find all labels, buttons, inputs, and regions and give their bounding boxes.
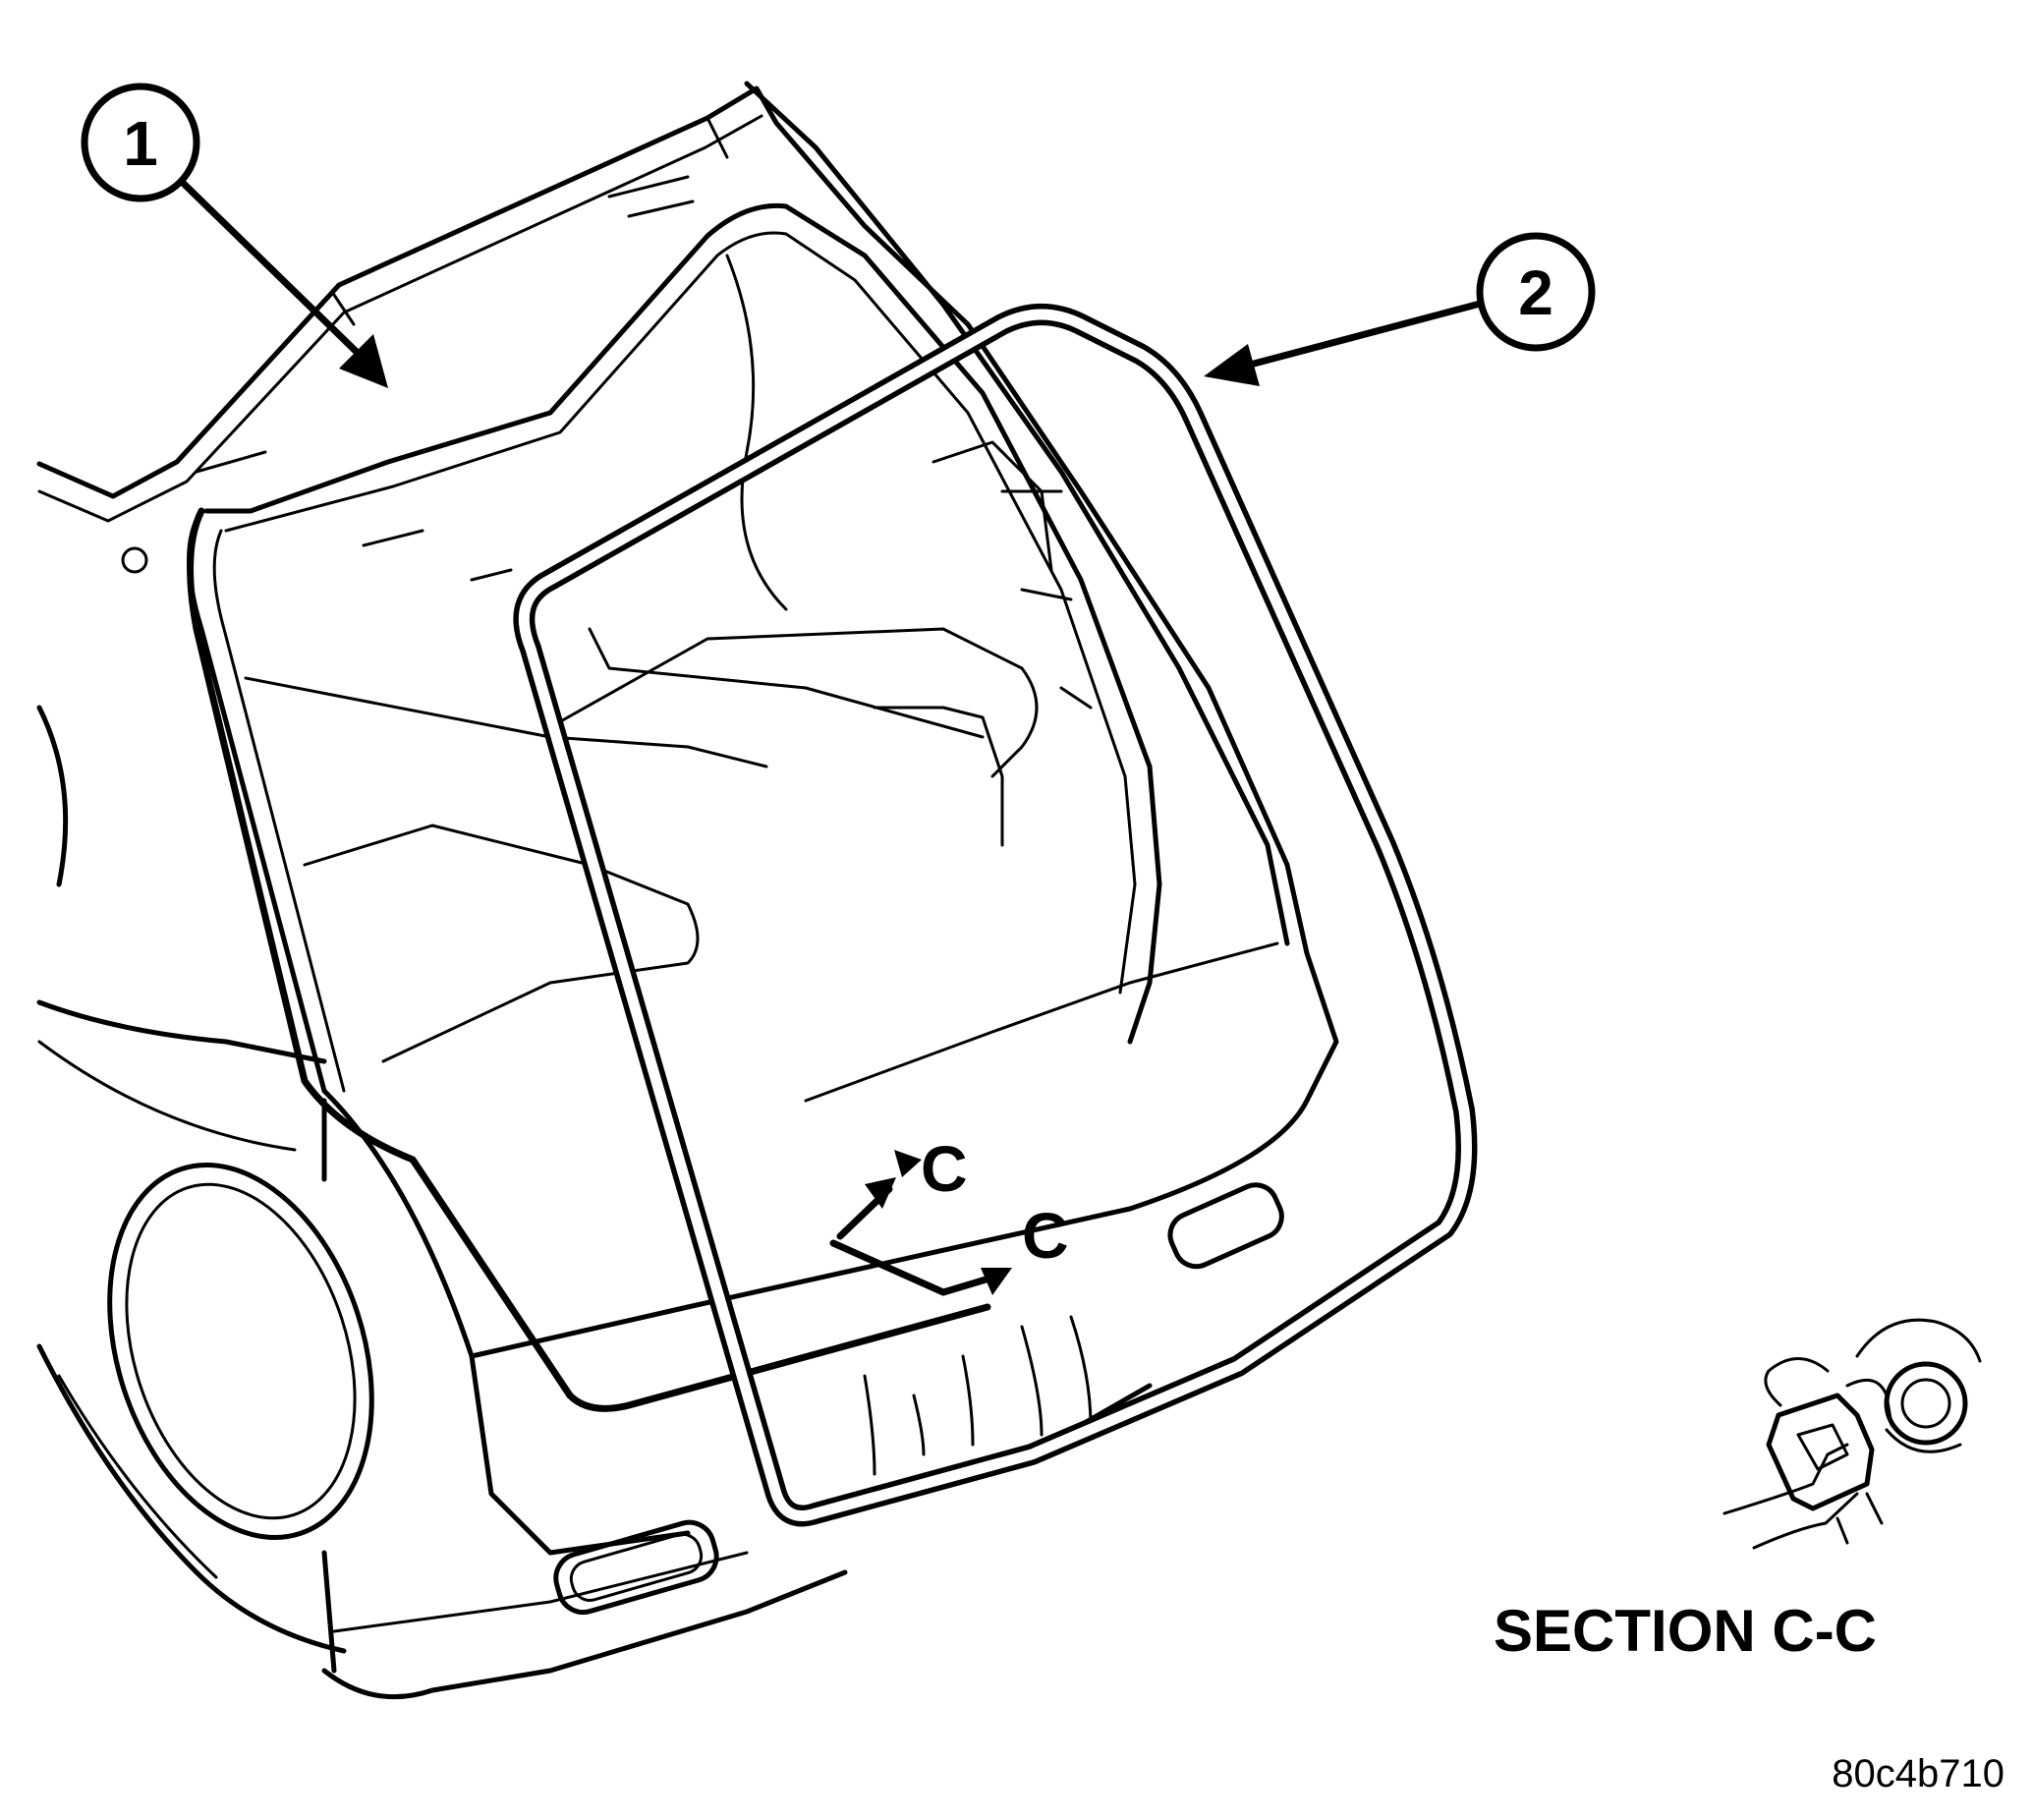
liftgate-weatherstrip-seal — [513, 304, 1478, 1527]
section-cut-marks: C C — [829, 1132, 1069, 1296]
callout-2-arrow-head — [1204, 344, 1260, 386]
section-caption: SECTION C-C — [1494, 1598, 1877, 1664]
callout-1-arrow-head — [339, 334, 388, 388]
vehicle-body — [36, 81, 1339, 1700]
callout-2-number: 2 — [1518, 257, 1553, 328]
section-bulb-seal — [1884, 1361, 1968, 1446]
section-arrow-head-3 — [894, 1150, 922, 1177]
callout-1-circle — [81, 83, 200, 202]
callout-1: 1 — [81, 83, 388, 388]
callout-2-leader — [1239, 299, 1488, 370]
section-mark-lower: C — [1022, 1199, 1069, 1272]
callout-2-circle — [1476, 232, 1596, 352]
callout-1-leader — [178, 178, 367, 363]
figure-id: 80c4b710 — [1832, 1752, 2004, 1795]
section-arrow-head-1 — [865, 1177, 896, 1209]
section-mark-upper: C — [921, 1132, 968, 1205]
callout-2: 2 — [1204, 232, 1596, 386]
callout-1-number: 1 — [123, 108, 158, 179]
section-detail-graphic — [1722, 1318, 1982, 1550]
section-arrow-head-2 — [981, 1268, 1012, 1295]
